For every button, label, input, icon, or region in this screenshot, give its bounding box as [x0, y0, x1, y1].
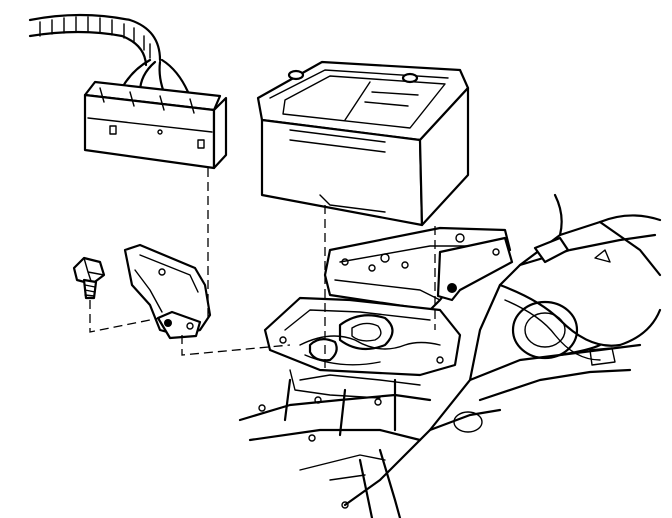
- mounting-bracket: [123, 243, 212, 340]
- vehicle-frame: [238, 193, 662, 518]
- fuse-relay-block: [83, 80, 228, 170]
- battery: [256, 60, 470, 227]
- bolt: [72, 256, 106, 300]
- alignment-lines: [89, 168, 436, 370]
- battery-tray: [263, 226, 514, 406]
